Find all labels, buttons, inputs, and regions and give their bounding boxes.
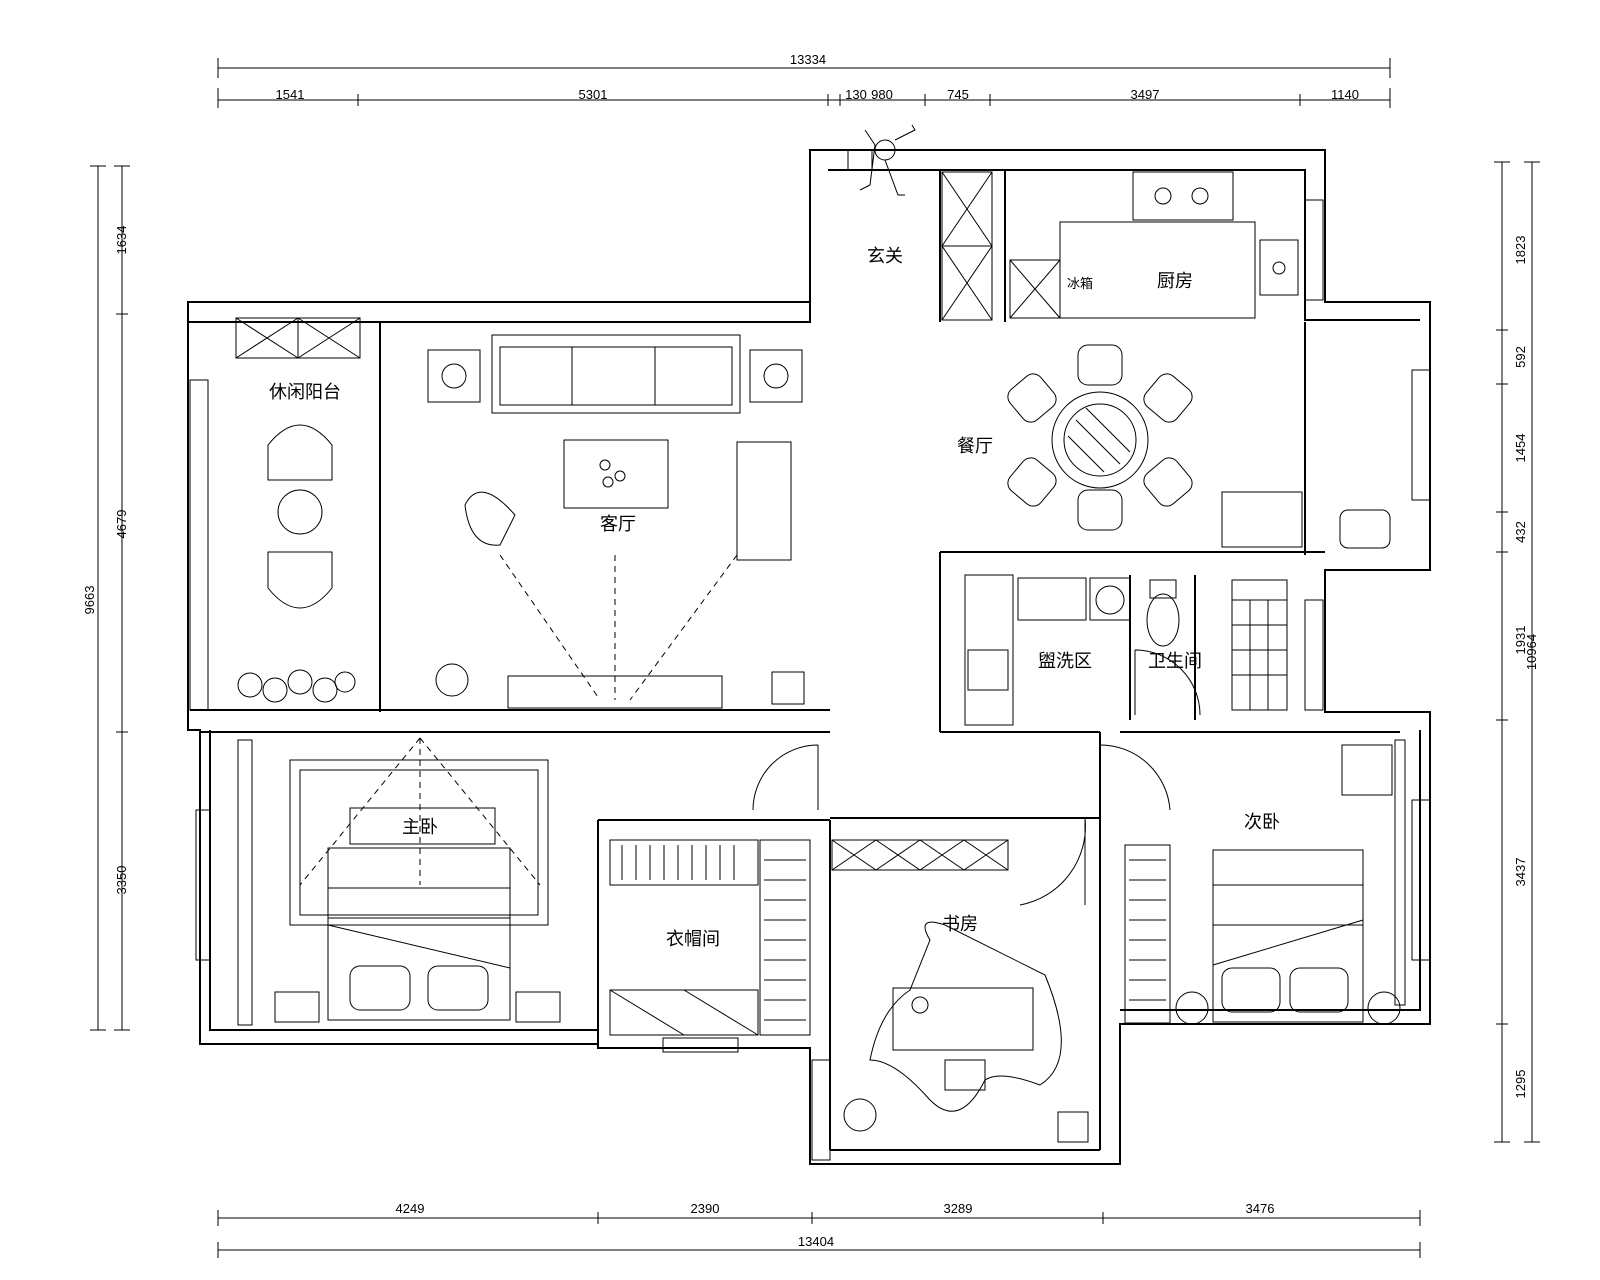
dim-top-seg: 3497 [1131,87,1160,102]
balcony-fixtures [235,317,361,703]
dim-right-seg: 432 [1513,521,1528,543]
living-room-furniture [427,334,805,709]
dim-right-seg: 1454 [1513,434,1528,463]
dim-bottom-seg: 4249 [396,1201,425,1216]
dim-top-seg: 1541 [276,87,305,102]
room-label-kitchen: 厨房 [1157,271,1193,292]
shoe-cabinet [941,171,993,321]
right-dimension-lines [1494,161,1540,1143]
dim-left-seg: 3350 [114,866,129,895]
dining-table [1007,344,1391,549]
dim-right-total: 10964 [1524,634,1539,670]
dim-top-seg: 130 [845,87,867,102]
dim-top-seg: 980 [871,87,893,102]
dim-bottom-seg: 3476 [1246,1201,1275,1216]
room-label-washing-area: 盥洗区 [1038,651,1092,672]
room-label-living-room: 客厅 [600,514,636,535]
fridge-label: 冰箱 [1067,276,1093,292]
room-label-master-bedroom: 主卧 [402,817,438,838]
dim-right-seg: 3437 [1513,858,1528,887]
room-label-leisure-balcony: 休闲阳台 [269,382,341,403]
kitchen-fixtures [1009,171,1299,319]
room-label-dining-room: 餐厅 [957,436,993,457]
dim-bottom-total: 13404 [798,1234,834,1249]
dim-right-seg: 1823 [1513,236,1528,265]
dim-top-total: 13334 [790,52,826,67]
top-dimension-lines [217,58,1391,108]
second-bedroom-furniture [1124,739,1406,1025]
left-dimension-lines [90,165,130,1031]
dim-right-seg: 1295 [1513,1070,1528,1099]
washing-area-fixtures [964,574,1288,726]
cloakroom-fixtures [609,839,811,1053]
room-label-bathroom: 卫生间 [1148,651,1202,672]
person-icon [847,124,916,196]
dim-left-seg: 1634 [114,226,129,255]
dim-bottom-seg: 3289 [944,1201,973,1216]
door-swings [752,649,1201,906]
plant-icon [237,669,356,703]
dim-top-seg: 1140 [1331,87,1359,102]
dim-left-seg: 4679 [114,510,129,539]
dim-bottom-seg: 2390 [691,1201,720,1216]
dim-right-seg: 592 [1513,346,1528,368]
room-label-cloakroom: 衣帽间 [666,929,720,950]
room-label-second-bedroom: 次卧 [1244,812,1280,833]
windows [189,199,1431,1161]
room-label-study: 书房 [942,914,978,935]
bottom-dimension-lines [217,1210,1421,1258]
master-bedroom-furniture [237,737,561,1026]
study-furniture [831,839,1089,1143]
interior-walls [190,170,1400,1150]
dim-right-seg: 1931 [1513,626,1528,655]
dim-top-seg: 5301 [579,87,608,102]
dim-top-seg: 745 [947,87,969,102]
dim-left-total: 9663 [82,586,97,615]
room-label-entrance: 玄关 [867,246,903,267]
